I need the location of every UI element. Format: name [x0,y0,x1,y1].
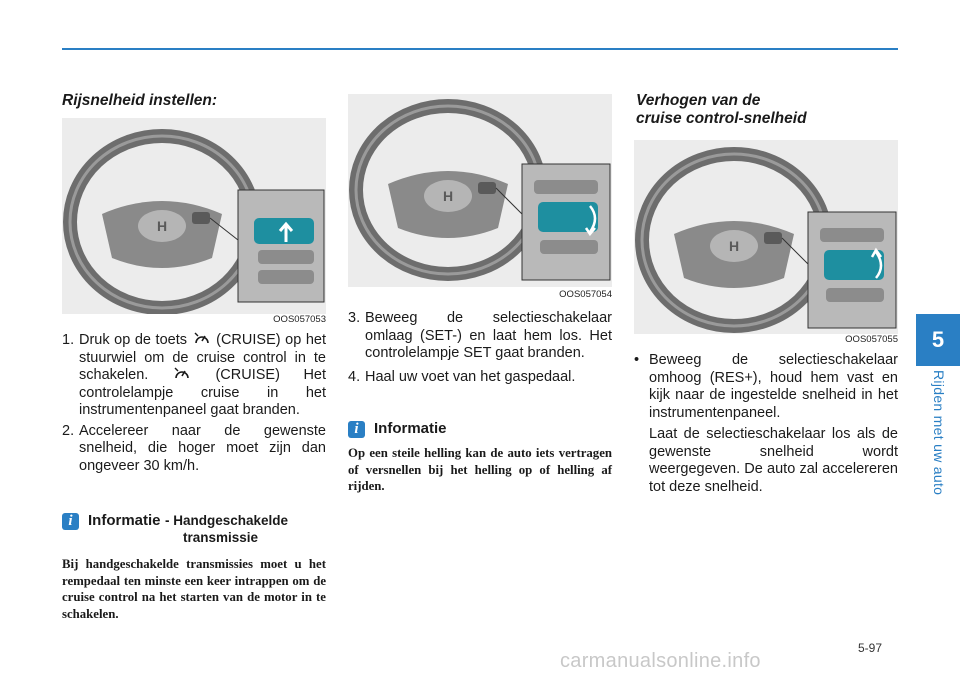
info-title: Informatie [374,420,447,437]
step-number: 3. [348,310,361,326]
step-text: Accelereer naar de gewenste snelheid, di… [79,422,326,474]
steps-list-1: 1. Druk op de toets (CRUISE) op het stuu… [62,332,326,478]
section-title-line-1: Verhogen van de [636,92,761,109]
steering-wheel-illustration: H [634,140,898,334]
info-body-slope: Op een steile helling kan de auto iets v… [348,446,612,493]
info-header-manual: i Informatie - Handgeschakelde transmiss… [62,512,288,546]
bullet-dot: • [634,352,640,368]
step-text: Haal uw voet van het gaspedaal. [365,368,576,385]
info-icon: i [348,421,365,438]
section-title-set-speed: Rijsnelheid instellen: [62,92,218,109]
step-number: 4. [348,368,361,385]
section-title-line-2: cruise control-snelheid [636,110,807,127]
figure-code-1: OOS057053 [273,314,326,325]
info-icon: i [62,513,79,530]
bullet-text: Beweeg de selectieschakelaar omhoog (RES… [649,352,898,421]
step-4: 4. Haal uw voet van het gaspedaal. [348,369,612,387]
steering-wheel-illustration: H [348,94,612,287]
info-subtitle-2: transmissie [183,530,259,545]
watermark: carmanualsonline.info [560,650,761,672]
steps-list-2: 3. Beweeg de selectieschakelaar omlaag (… [348,310,612,389]
step-number: 2. [62,422,75,439]
steps-list-3: • Beweeg de selectieschakelaar omhoog (R… [634,352,898,496]
svg-text:H: H [729,238,739,254]
step-1: 1. Druk op de toets (CRUISE) op het stuu… [62,332,326,420]
chapter-tab[interactable]: 5 [916,314,960,366]
svg-text:H: H [443,188,453,204]
chapter-label: Rijden met uw auto [931,370,947,496]
steering-wheel-illustration: H [62,118,326,314]
cruise-icon [194,332,209,344]
steering-wheel-figure-1: H [62,118,326,314]
svg-text:H: H [157,218,167,234]
step-2: 2. Accelereer naar de gewenste snelheid,… [62,423,326,476]
step-text: Druk op de toets [79,332,187,348]
steering-wheel-figure-3: H [634,140,898,334]
cruise-icon [174,367,189,379]
bullet-paragraph: Laat de selectieschakelaar los als de ge… [649,426,898,495]
info-header-slope: i Informatie [348,420,447,438]
header-rule [62,48,898,50]
step-text: Beweeg de selectieschakelaar omlaag (SET… [365,310,612,361]
step-3: 3. Beweeg de selectieschakelaar omlaag (… [348,310,612,363]
page-number: 5-97 [858,641,883,655]
info-subtitle: - Handgeschakelde [164,513,289,528]
section-title-increase: Verhogen van de cruise control-snelheid [636,92,807,128]
steering-wheel-figure-2: H [348,94,612,287]
figure-code-3: OOS057055 [845,334,898,345]
info-title: Informatie [88,512,161,529]
step-text-cont2: (CRUISE) Het controlelampje cruise in he… [79,367,327,418]
bullet-item: • Beweeg de selectieschakelaar omhoog (R… [634,352,898,422]
figure-code-2: OOS057054 [559,289,612,300]
info-body-manual: Bij handgeschakelde transmissies moet u … [62,557,326,621]
step-number: 1. [62,332,75,348]
step-text-cont: (CRUISE) op het stuurwiel om de cruise c… [79,332,326,383]
